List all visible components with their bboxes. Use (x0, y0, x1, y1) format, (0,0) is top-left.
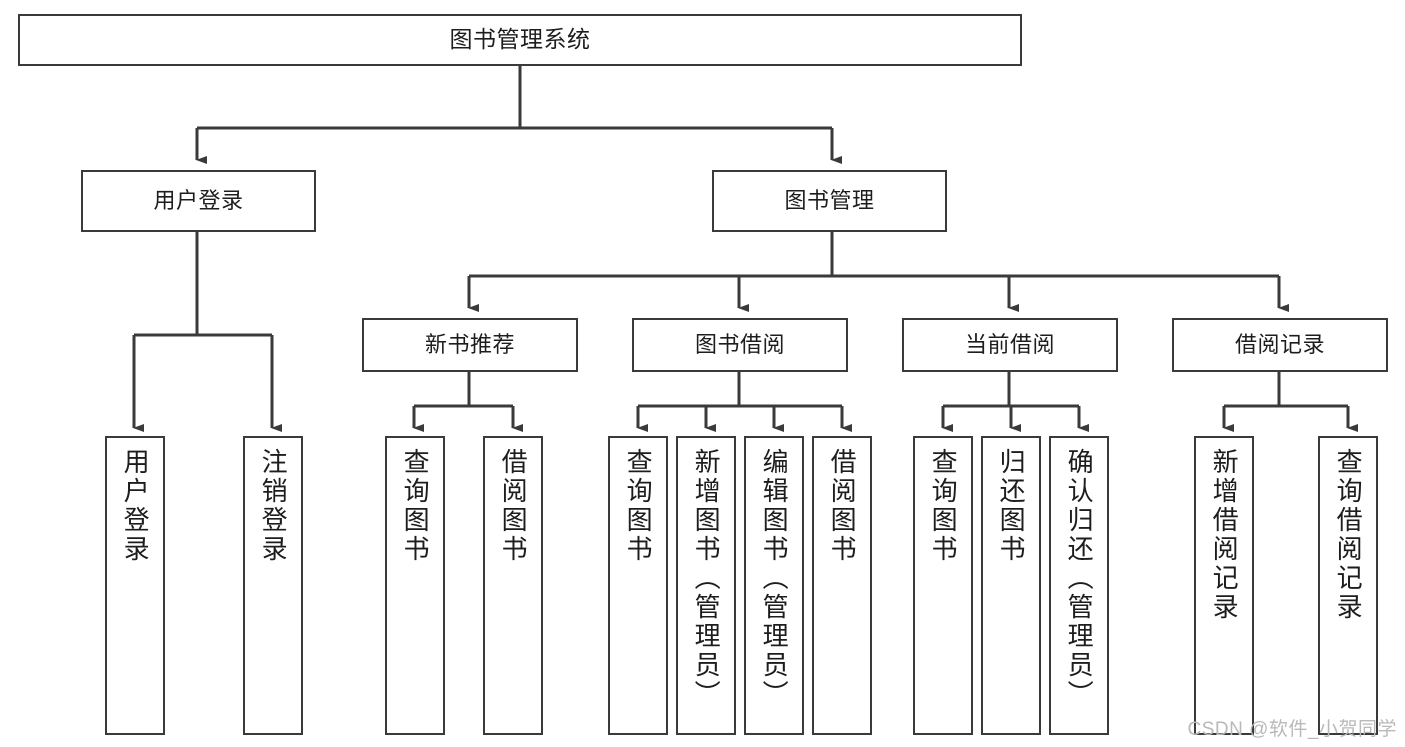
leaf-current-confirm-return-admin[interactable]: 确认归还（管理员） (1049, 436, 1109, 735)
node-label: 查询图书 (400, 448, 431, 564)
node-label: 查询借阅记录 (1333, 448, 1364, 622)
leaf-borrow-edit-book-admin[interactable]: 编辑图书（管理员） (744, 436, 804, 735)
node-label: 用户登录 (120, 448, 151, 564)
node-book-management[interactable]: 图书管理 (712, 170, 947, 232)
node-label: 编辑图书（管理员） (759, 448, 790, 709)
node-label: 图书管理 (784, 187, 875, 213)
node-label: 用户登录 (153, 187, 244, 213)
node-current-borrow[interactable]: 当前借阅 (902, 318, 1118, 372)
node-label: 归还图书 (996, 448, 1027, 564)
leaf-recommend-query-book[interactable]: 查询图书 (385, 436, 445, 735)
leaf-user-logout[interactable]: 注销登录 (243, 436, 303, 735)
node-label: 确认归还（管理员） (1064, 448, 1095, 709)
leaf-recommend-borrow-book[interactable]: 借阅图书 (483, 436, 543, 735)
leaf-borrow-add-book-admin[interactable]: 新增图书（管理员） (676, 436, 736, 735)
node-label: 图书管理系统 (449, 26, 591, 53)
leaf-current-return-book[interactable]: 归还图书 (981, 436, 1041, 735)
node-label: 查询图书 (623, 448, 654, 564)
leaf-borrow-query-book[interactable]: 查询图书 (608, 436, 668, 735)
leaf-borrow-borrow-book[interactable]: 借阅图书 (812, 436, 872, 735)
leaf-current-query-book[interactable]: 查询图书 (913, 436, 973, 735)
node-new-book-recommend[interactable]: 新书推荐 (362, 318, 578, 372)
node-label: 新书推荐 (424, 331, 515, 357)
node-label: 借阅图书 (498, 448, 529, 564)
node-label: 图书借阅 (694, 331, 785, 357)
node-label: 新增借阅记录 (1209, 448, 1240, 622)
node-label: 借阅图书 (827, 448, 858, 564)
node-borrow-record[interactable]: 借阅记录 (1172, 318, 1388, 372)
leaf-record-query-record[interactable]: 查询借阅记录 (1318, 436, 1378, 735)
leaf-user-login[interactable]: 用户登录 (105, 436, 165, 735)
node-root-system[interactable]: 图书管理系统 (18, 14, 1022, 66)
watermark-text: CSDN @软件_小贺同学 (1187, 719, 1397, 740)
node-label: 当前借阅 (964, 331, 1055, 357)
node-label: 注销登录 (258, 448, 289, 564)
node-label: 查询图书 (928, 448, 959, 564)
node-book-borrow[interactable]: 图书借阅 (632, 318, 848, 372)
node-label: 借阅记录 (1234, 331, 1325, 357)
node-label: 新增图书（管理员） (691, 448, 722, 709)
node-user-login[interactable]: 用户登录 (81, 170, 316, 232)
leaf-record-add-record[interactable]: 新增借阅记录 (1194, 436, 1254, 735)
